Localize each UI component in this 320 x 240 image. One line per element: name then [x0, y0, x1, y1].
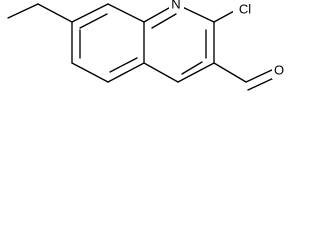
pyridine-double-bond-c4: [181, 61, 203, 75]
chlorine-bond: [213, 9, 237, 23]
oxygen-atom-label: O: [274, 62, 284, 77]
pyridine-bond-c3-c4: [177, 62, 215, 83]
benzene-bond-c8-c8a: [107, 3, 145, 23]
aldehyde-carbonyl-bond: [245, 68, 275, 83]
benzene-bond-c5-c6: [71, 62, 109, 83]
oxygen-label-background: [272, 63, 287, 79]
benzene-bond-c7-c8: [71, 3, 109, 23]
aldehyde-carbonyl-double-bond: [247, 76, 277, 91]
benzene-double-bond-upper: [79, 13, 108, 29]
ethyl-methyl-bond: [7, 3, 39, 19]
benzene-double-bond-lower: [109, 57, 138, 73]
nitrogen-atom-label: N: [171, 0, 180, 11]
aldehyde-carbon-bond: [213, 62, 247, 83]
pyridine-bond-c4-c4a: [143, 62, 179, 83]
chlorine-atom-label: Cl: [239, 1, 251, 16]
ethyl-methylene-bond: [37, 3, 73, 23]
benzene-bond-c4a-c5: [107, 62, 145, 83]
chlorine-label-background: [233, 2, 255, 18]
pyridine-double-bond-n: [151, 13, 177, 29]
chemical-structure-diagram: N Cl O: [7, 0, 287, 91]
nitrogen-label-background: [169, 0, 184, 11]
